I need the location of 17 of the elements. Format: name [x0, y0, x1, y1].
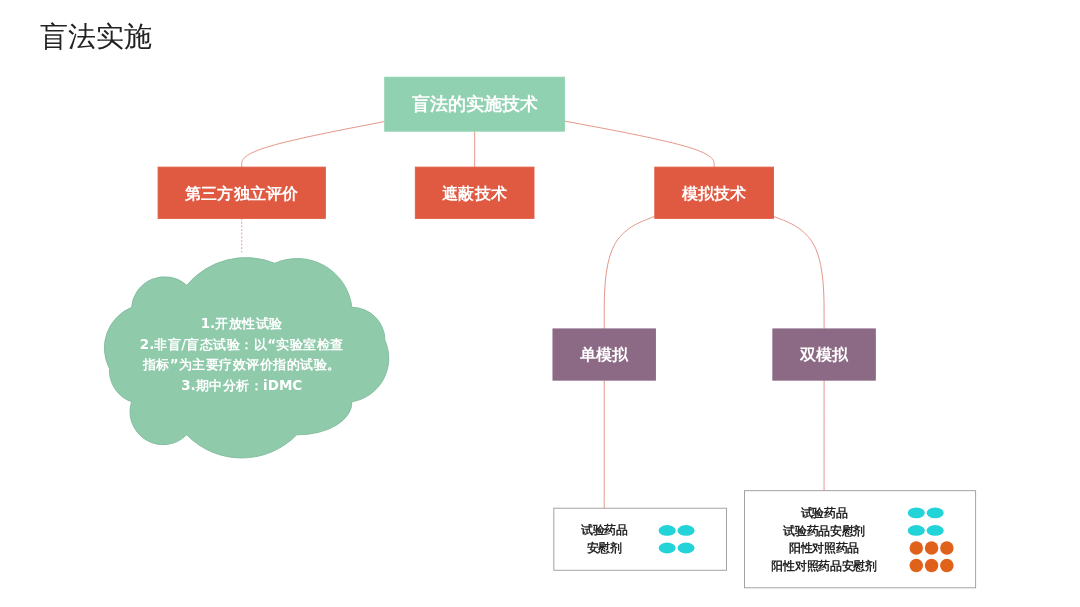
node-box: 盲法的实施技术: [384, 76, 566, 132]
connector: [241, 121, 386, 168]
connector: [564, 120, 715, 168]
connector: [773, 215, 825, 330]
node-box: 第三方独立评价: [157, 166, 326, 219]
node-box: 模拟技术: [654, 166, 774, 219]
connector: [474, 130, 476, 168]
node-box: 遮蔽技术: [414, 166, 535, 219]
connector: [603, 379, 605, 509]
node-box: 试验药品 试验药品安慰剂 阳性对照药品 阳性对照药品安慰剂: [744, 490, 977, 589]
node-box: 单模拟: [552, 328, 656, 381]
node-box: 试验药品 安慰剂: [553, 507, 727, 571]
connector: [241, 217, 243, 255]
slide-title: 盲法实施: [40, 19, 152, 55]
node-box: 双模拟: [772, 328, 876, 381]
connector: [823, 379, 825, 492]
connector: [603, 215, 656, 330]
